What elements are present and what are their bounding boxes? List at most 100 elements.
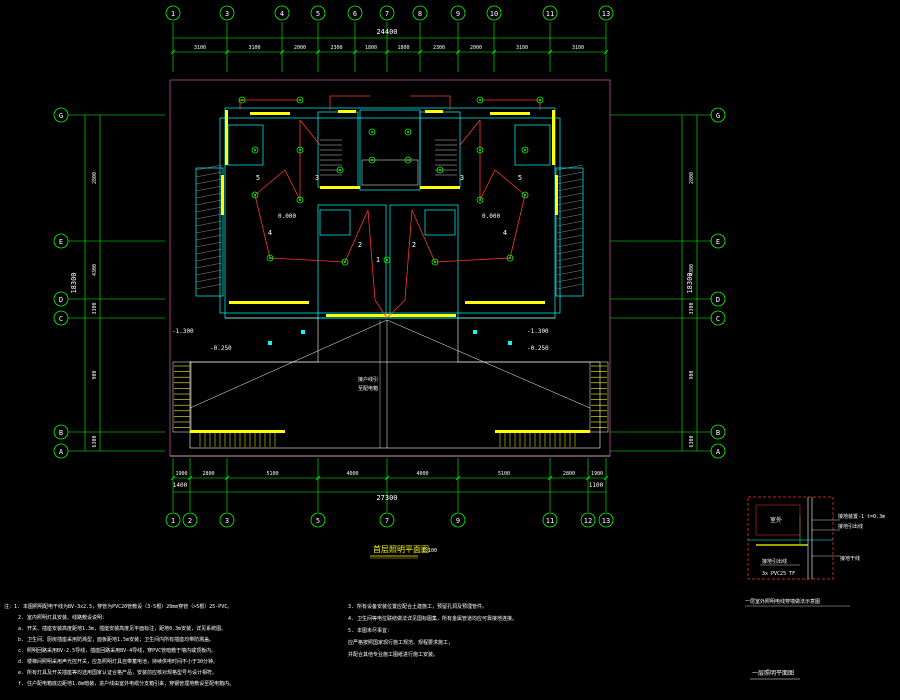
hatch-block-right bbox=[555, 167, 584, 297]
axis-bubble-left bbox=[53, 310, 69, 326]
axis-bubble-bottom bbox=[310, 512, 326, 528]
hatch-left bbox=[195, 164, 223, 171]
wiring-left-branch bbox=[254, 120, 301, 201]
elevation-right-2: -0.250 bbox=[527, 345, 549, 352]
right-span-value: 900 bbox=[689, 370, 695, 379]
top-total-dimension: 24400 bbox=[376, 28, 397, 36]
center-note-1: 接户线引 bbox=[358, 376, 378, 383]
top-span-value: 3100 bbox=[194, 45, 206, 51]
axis-label-right: G bbox=[716, 112, 720, 120]
dim-tick bbox=[279, 49, 285, 55]
note-line-left: d. 楼梯间照明采用声光控开关，应急照明灯具自带蓄电池，持续供电时间不小于30分… bbox=[18, 658, 218, 665]
note-line-right: 3. 所有设备安装位置应配合土建施工，预留孔洞及预埋管件。 bbox=[348, 603, 487, 610]
switch-box-icon bbox=[268, 341, 272, 345]
hatch-left bbox=[195, 192, 223, 199]
axis-bubble-right bbox=[710, 291, 726, 307]
dim-tick bbox=[547, 475, 553, 481]
detail-label-line3: 接地干线 bbox=[840, 555, 860, 562]
dim-tick bbox=[384, 49, 390, 55]
axis-label-top: 1 bbox=[171, 10, 175, 18]
ceiling-light-center bbox=[254, 194, 256, 196]
ceiling-light-icon bbox=[404, 156, 412, 164]
ceiling-light-icon bbox=[521, 191, 529, 199]
circuit-number: 5 bbox=[518, 174, 522, 182]
wall-segment bbox=[326, 314, 456, 317]
ceiling-light-center bbox=[539, 99, 541, 101]
ceiling-light-center bbox=[479, 199, 481, 201]
right-total-dimension: 18300 bbox=[686, 272, 694, 293]
hatch-right bbox=[556, 262, 584, 269]
ceiling-light-icon bbox=[238, 96, 246, 104]
ceiling-light-icon bbox=[476, 96, 484, 104]
axis-bubble-top bbox=[379, 5, 395, 21]
ceiling-light-icon bbox=[296, 96, 304, 104]
wall-segment bbox=[495, 430, 590, 433]
bottom-span-value: 2800 bbox=[202, 471, 214, 477]
dim-tick bbox=[384, 475, 390, 481]
axis-bubble-left bbox=[53, 424, 69, 440]
axis-bubble-top bbox=[310, 5, 326, 21]
right-span-value: 6300 bbox=[689, 435, 695, 447]
hatch-left bbox=[195, 269, 223, 276]
ceiling-light-icon bbox=[368, 128, 376, 136]
axis-label-top: 8 bbox=[418, 10, 422, 18]
axis-bubble-top bbox=[347, 5, 363, 21]
axis-bubble-top bbox=[165, 5, 181, 21]
left-span-value: 3300 bbox=[92, 302, 98, 314]
axis-label-top: 4 bbox=[280, 10, 284, 18]
wall-segment bbox=[250, 112, 290, 115]
hatch-left bbox=[195, 262, 223, 269]
axis-grid-lines bbox=[68, 22, 712, 512]
detail-subtitle: 一层室外照明电线穿墙做法示意图 bbox=[745, 598, 820, 605]
top-span-value: 3100 bbox=[248, 45, 260, 51]
axis-label-bottom: 1 bbox=[171, 517, 175, 525]
dim-tick bbox=[603, 49, 609, 55]
axis-bubble-top bbox=[219, 5, 235, 21]
bottom-span-value: 4000 bbox=[416, 471, 428, 477]
notes-right-column: 3. 所有设备安装位置应配合土建施工，预留孔洞及预埋管件。4. 卫生间等电位联结… bbox=[348, 603, 517, 658]
note-line-left: f. 住户配电箱底边距地1.8m暗装，进户线由室外电缆分支箱引来，穿钢管埋地敷设… bbox=[18, 680, 234, 687]
hatch-left bbox=[195, 276, 223, 283]
ceiling-light-center bbox=[299, 199, 301, 201]
dim-tick bbox=[455, 49, 461, 55]
top-span-value: 1800 bbox=[397, 45, 409, 51]
hatch-right bbox=[556, 192, 584, 199]
hatch-right bbox=[556, 164, 584, 171]
ceiling-light-center bbox=[241, 99, 243, 101]
axis-label-right: D bbox=[716, 296, 720, 304]
wall-segment bbox=[229, 301, 309, 304]
axis-label-bottom: 2 bbox=[188, 517, 192, 525]
dim-tick bbox=[491, 49, 497, 55]
dim-tick bbox=[603, 475, 609, 481]
hatch-left bbox=[195, 171, 223, 178]
ceiling-light-center bbox=[407, 131, 409, 133]
top-span-value: 3100 bbox=[572, 45, 584, 51]
axis-label-right: E bbox=[716, 238, 720, 246]
bottom-span-value: 2800 bbox=[563, 471, 575, 477]
hatch-right bbox=[556, 269, 584, 276]
hatch-block-left bbox=[195, 167, 224, 297]
hatch-right bbox=[556, 276, 584, 283]
wiring-left-loop bbox=[254, 194, 369, 263]
axis-bubble-bottom bbox=[580, 512, 596, 528]
wall-segment bbox=[221, 175, 224, 215]
axis-label-right: A bbox=[716, 448, 721, 456]
note-line-right: 并配合其他专业施工图纸进行施工安装。 bbox=[348, 651, 438, 658]
hatch-left bbox=[195, 234, 223, 241]
ceiling-light-icon bbox=[296, 196, 304, 204]
axis-label-left: E bbox=[59, 238, 63, 246]
hatch-right bbox=[556, 241, 584, 248]
ceiling-light-center bbox=[479, 149, 481, 151]
detail-label-line4: 接地引出线 bbox=[762, 558, 787, 565]
axis-label-left: D bbox=[59, 296, 63, 304]
wall-segment bbox=[490, 112, 530, 115]
axis-bubble-left bbox=[53, 291, 69, 307]
wiring-stair-right bbox=[459, 119, 481, 146]
ceiling-light-icon bbox=[383, 256, 391, 264]
core-box bbox=[361, 159, 419, 186]
axis-label-top: 10 bbox=[490, 10, 498, 18]
center-core bbox=[359, 109, 421, 191]
detail-label-line5: 3x PVC25 TF bbox=[762, 571, 795, 577]
